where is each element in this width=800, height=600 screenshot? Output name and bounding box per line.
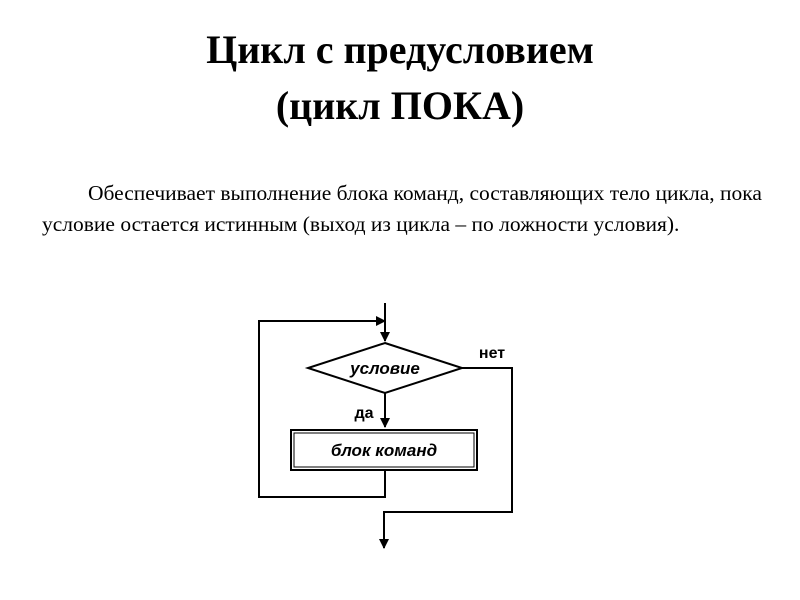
command-block-inner-border: [293, 432, 475, 468]
description-text: Обеспечивает выполнение блока команд, со…: [42, 181, 762, 236]
title-line-1: Цикл с предусловием: [206, 27, 594, 72]
block-label: блок команд: [331, 441, 437, 460]
loop-back-line: [258, 316, 386, 498]
title-line-2: (цикл ПОКА): [275, 83, 525, 128]
condition-label: условие: [349, 359, 420, 378]
no-label: нет: [479, 345, 505, 362]
yes-label: да: [354, 405, 373, 422]
slide-title: Цикл с предусловием (цикл ПОКА): [0, 22, 800, 134]
command-block: [290, 429, 478, 471]
no-exit-line: [379, 367, 513, 549]
